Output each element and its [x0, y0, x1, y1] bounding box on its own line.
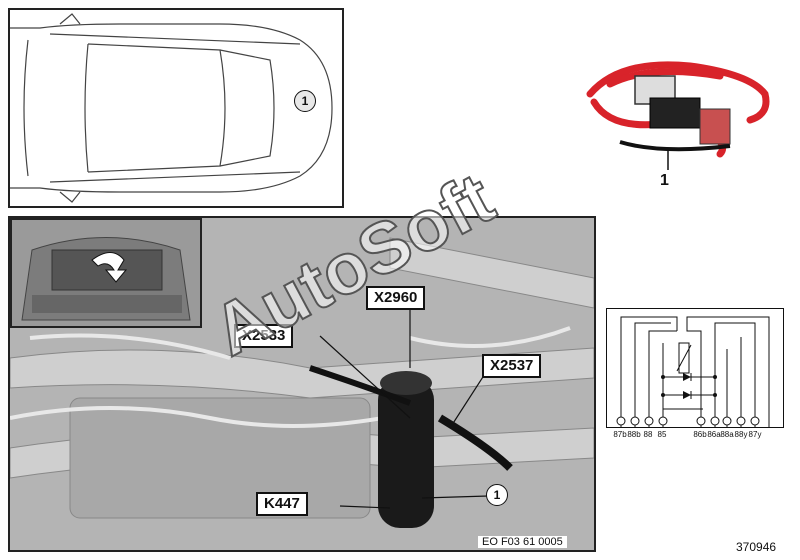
- relay-part-illustration: [580, 54, 780, 174]
- schematic-pin-label: 88y: [734, 430, 748, 439]
- car-top-view-panel: [8, 8, 344, 208]
- photo-position-marker: 1: [486, 484, 508, 506]
- schematic-pin-label: 88b: [627, 430, 641, 439]
- schematic-pin-label: 86b: [693, 430, 707, 439]
- schematic-pin-label: 87y: [748, 430, 762, 439]
- schematic-pin-label: 86a: [707, 430, 721, 439]
- connector-label-x2537: X2537: [482, 354, 542, 378]
- relay-circuit-icon: [616, 316, 770, 427]
- rotate-arrow-icon: [91, 252, 128, 283]
- schematic-pin-label: 88: [643, 430, 653, 439]
- connector-label-x2533: X2533: [234, 324, 294, 348]
- car-rear-icon: [21, 237, 191, 321]
- car-position-marker: 1: [294, 90, 316, 112]
- car-outline-icon: [10, 13, 333, 203]
- diagram-id: 370946: [736, 540, 777, 554]
- schematic-pin-label: 88a: [720, 430, 734, 439]
- schematic-pin-label: 87b: [613, 430, 627, 439]
- schematic-pin-label: 85: [657, 430, 667, 439]
- relay-cable-icon: [586, 61, 770, 170]
- relay-label-k447: K447: [256, 492, 308, 516]
- part-number-label: 1: [660, 172, 669, 189]
- reference-code: EO F03 61 0005: [478, 536, 567, 548]
- rear-view-inset: [10, 218, 202, 328]
- connector-label-x2960: X2960: [366, 286, 426, 310]
- relay-schematic: [606, 308, 784, 428]
